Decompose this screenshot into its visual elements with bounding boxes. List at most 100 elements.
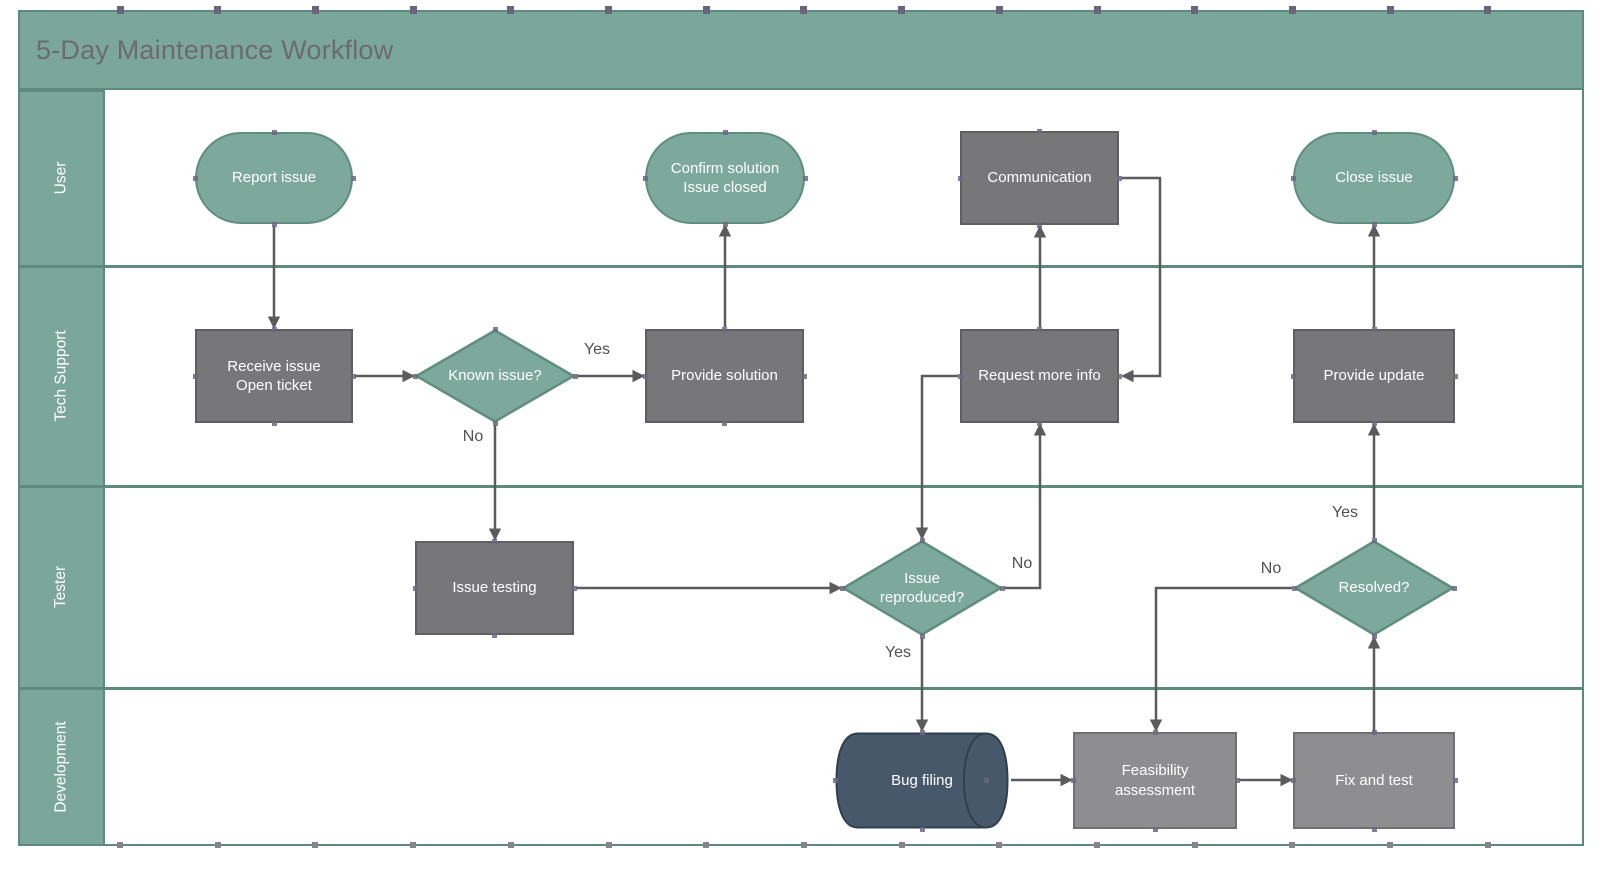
- connection-point: [642, 175, 648, 181]
- connection-point: [1452, 778, 1458, 783]
- connection-point: [1116, 373, 1122, 379]
- node-label: Feasibility assessment: [1114, 762, 1196, 799]
- edge-resolved-no-feasibility[interactable]: [1149, 586, 1292, 732]
- connection-point: [271, 221, 277, 227]
- connection-point: [999, 585, 1005, 591]
- connection-point: [1037, 128, 1042, 134]
- frame-tick-top: [1386, 6, 1394, 14]
- connection-point: [271, 326, 277, 332]
- connection-point: [1037, 420, 1042, 426]
- frame-tick-bottom: [1289, 842, 1296, 848]
- diagram-title: 5-Day Maintenance Workflow: [36, 34, 394, 65]
- node-known-issue[interactable]: Known issue?: [415, 329, 575, 423]
- node-label: Known issue?: [448, 367, 542, 385]
- node-provide-update[interactable]: Provide update: [1293, 329, 1455, 423]
- node-resolved[interactable]: Resolved?: [1294, 540, 1454, 636]
- frame-tick-bottom: [898, 842, 905, 848]
- node-request-more-info[interactable]: Request more info: [960, 329, 1119, 423]
- node-report-issue[interactable]: Report issue: [195, 132, 353, 224]
- node-label: Request more info: [978, 367, 1101, 385]
- connection-point: [1291, 585, 1297, 591]
- connection-point: [492, 326, 498, 332]
- node-feasibility[interactable]: Feasibility assessment: [1073, 732, 1237, 829]
- connection-point: [1234, 778, 1240, 783]
- node-label: Provide update: [1323, 367, 1425, 385]
- connection-point: [919, 729, 925, 735]
- connection-point: [919, 826, 925, 832]
- node-label: Bug filing: [891, 771, 953, 789]
- frame-tick-bottom: [117, 842, 123, 848]
- connection-point: [350, 373, 356, 379]
- node-confirm-solution[interactable]: Confirm solution Issue closed: [645, 132, 805, 224]
- connection-point: [1371, 326, 1377, 332]
- frame-tick-top: [800, 6, 808, 14]
- node-bug-filing[interactable]: Bug filing: [835, 732, 1009, 829]
- frame-tick-bottom: [507, 842, 514, 848]
- connection-point: [832, 778, 838, 783]
- frame-tick-top: [995, 6, 1003, 14]
- connection-point: [1371, 129, 1377, 135]
- connection-point: [192, 373, 198, 379]
- connection-point: [1371, 420, 1377, 426]
- frame-tick-top: [1093, 6, 1101, 14]
- frame-tick-bottom: [312, 842, 319, 848]
- connection-point: [1116, 175, 1122, 181]
- frame-tick-bottom: [703, 842, 710, 848]
- edge-label-known-yes-solution: Yes: [583, 341, 611, 358]
- node-label: Fix and test: [1335, 771, 1413, 789]
- connection-point: [572, 373, 578, 379]
- diagram-title-bar[interactable]: 5-Day Maintenance Workflow: [18, 10, 1584, 90]
- node-label: Confirm solution Issue closed: [670, 159, 780, 197]
- lane-divider: [18, 265, 1584, 268]
- frame-tick-top: [507, 6, 515, 14]
- frame-tick-bottom: [1387, 842, 1394, 848]
- node-label: Report issue: [231, 169, 317, 187]
- connection-point: [1371, 729, 1377, 735]
- connection-point: [1371, 537, 1377, 543]
- frame-tick-top: [409, 6, 417, 14]
- connection-point: [492, 632, 497, 638]
- node-issue-testing[interactable]: Issue testing: [415, 541, 574, 635]
- edge-label-resolved-yes-update: Yes: [1331, 504, 1359, 521]
- frame-tick-top: [1191, 6, 1199, 14]
- connection-point: [492, 538, 497, 544]
- edge-label-known-no-testing: No: [462, 428, 484, 445]
- connection-point: [722, 326, 727, 332]
- connection-point: [1451, 585, 1457, 591]
- connection-point: [412, 585, 418, 591]
- node-issue-reproduced[interactable]: Issue reproduced?: [842, 540, 1002, 636]
- connection-point: [1371, 221, 1377, 227]
- frame-tick-bottom: [996, 842, 1003, 848]
- connection-point: [1152, 826, 1158, 832]
- frame-tick-bottom: [605, 842, 612, 848]
- edge-label-resolved-no-feasibility: No: [1260, 560, 1282, 577]
- edge-request-to-reproduced[interactable]: [915, 374, 958, 540]
- node-label: Receive issue Open ticket: [227, 357, 321, 395]
- node-provide-solution[interactable]: Provide solution: [645, 329, 804, 423]
- node-receive-issue[interactable]: Receive issue Open ticket: [195, 329, 353, 423]
- connection-point: [1371, 633, 1377, 639]
- connection-point: [1290, 778, 1296, 783]
- connection-point: [271, 129, 277, 135]
- connection-point: [919, 537, 925, 543]
- edge-label-reproduced-no-request: No: [1011, 555, 1033, 572]
- edge-reproduced-no-request[interactable]: [1004, 423, 1047, 590]
- connection-point: [722, 129, 728, 135]
- frame-tick-top: [898, 6, 906, 14]
- connection-point: [1371, 826, 1377, 832]
- connection-point: [957, 373, 963, 379]
- connection-point: [192, 175, 198, 181]
- connection-point: [919, 633, 925, 639]
- node-label: Issue testing: [452, 579, 537, 597]
- frame-tick-bottom: [410, 842, 417, 848]
- lane-divider: [18, 687, 1584, 690]
- connection-point: [571, 585, 577, 591]
- connection-point: [1070, 778, 1076, 783]
- node-communication[interactable]: Communication: [960, 131, 1119, 225]
- node-close-issue[interactable]: Close issue: [1293, 132, 1455, 224]
- node-fix-and-test[interactable]: Fix and test: [1293, 732, 1455, 829]
- edge-communication-to-request[interactable]: [1121, 176, 1162, 383]
- connection-point: [271, 420, 277, 426]
